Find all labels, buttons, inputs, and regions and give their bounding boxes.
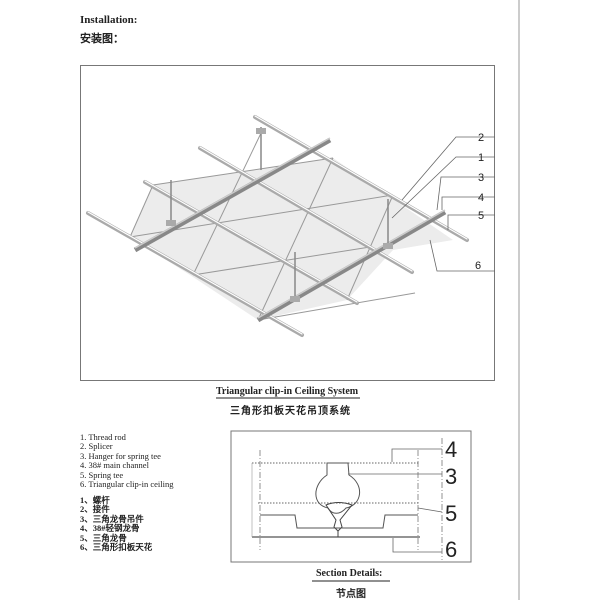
section-callout-5: 5: [445, 501, 457, 526]
thread-rods: [170, 127, 389, 297]
callout-3: 3: [478, 172, 484, 184]
ceiling-panels: [130, 158, 453, 320]
section-caption: Section Details:: [316, 568, 383, 579]
callout-5: 5: [478, 210, 484, 222]
diagram-caption-cn: 三角形扣板天花吊顶系统: [230, 406, 351, 417]
section-callout-3: 3: [445, 464, 457, 489]
legend-item: 4、38#轻钢龙骨: [80, 523, 140, 534]
callout-2: 2: [478, 132, 484, 144]
section-callout-4: 4: [445, 437, 457, 462]
legend-item: 5、三角龙骨: [80, 532, 127, 543]
callout-leaders: [391, 136, 495, 272]
callout-1: 1: [478, 152, 484, 164]
page-divider: [518, 0, 520, 600]
legend-item: 1、螺杆: [80, 495, 110, 505]
section-callout-6: 6: [445, 537, 457, 562]
legend-item: 2. Splicer: [80, 441, 113, 452]
legend-item: 1. Thread rod: [80, 432, 126, 442]
section-detail-drawing: 4 3 5 6: [230, 430, 472, 563]
installation-title-cn: 安装图：: [80, 33, 124, 45]
section-caption-cn: 节点图: [336, 589, 366, 600]
legend-item: 3. Hanger for spring tee: [80, 450, 161, 461]
legend-item: 4. 38# main channel: [80, 460, 149, 471]
callout-6: 6: [475, 260, 481, 272]
legend-item: 6、三角形扣板天花: [80, 542, 153, 553]
legend-item: 5. Spring tee: [80, 469, 124, 480]
legend-en: 1. Thread rod 2. Splicer 3. Hanger for s…: [80, 432, 174, 490]
installation-title: Installation:: [80, 14, 138, 26]
legend-cn: 1、螺杆 2、接件 3、三角龙骨吊件 4、38#轻钢龙骨 5、三角龙骨 6、三角…: [80, 495, 153, 553]
legend-item: 6. Triangular clip-in ceiling: [80, 479, 174, 490]
legend-item: 3、三角龙骨吊件: [80, 513, 144, 524]
legend-item: 2、接件: [80, 504, 110, 515]
callout-4: 4: [478, 192, 484, 204]
main-channels: [133, 137, 447, 323]
hangers: [166, 128, 393, 302]
diagram-caption: Triangular clip-in Ceiling System: [216, 386, 359, 397]
ceiling-system-diagram-frame: [80, 65, 495, 381]
